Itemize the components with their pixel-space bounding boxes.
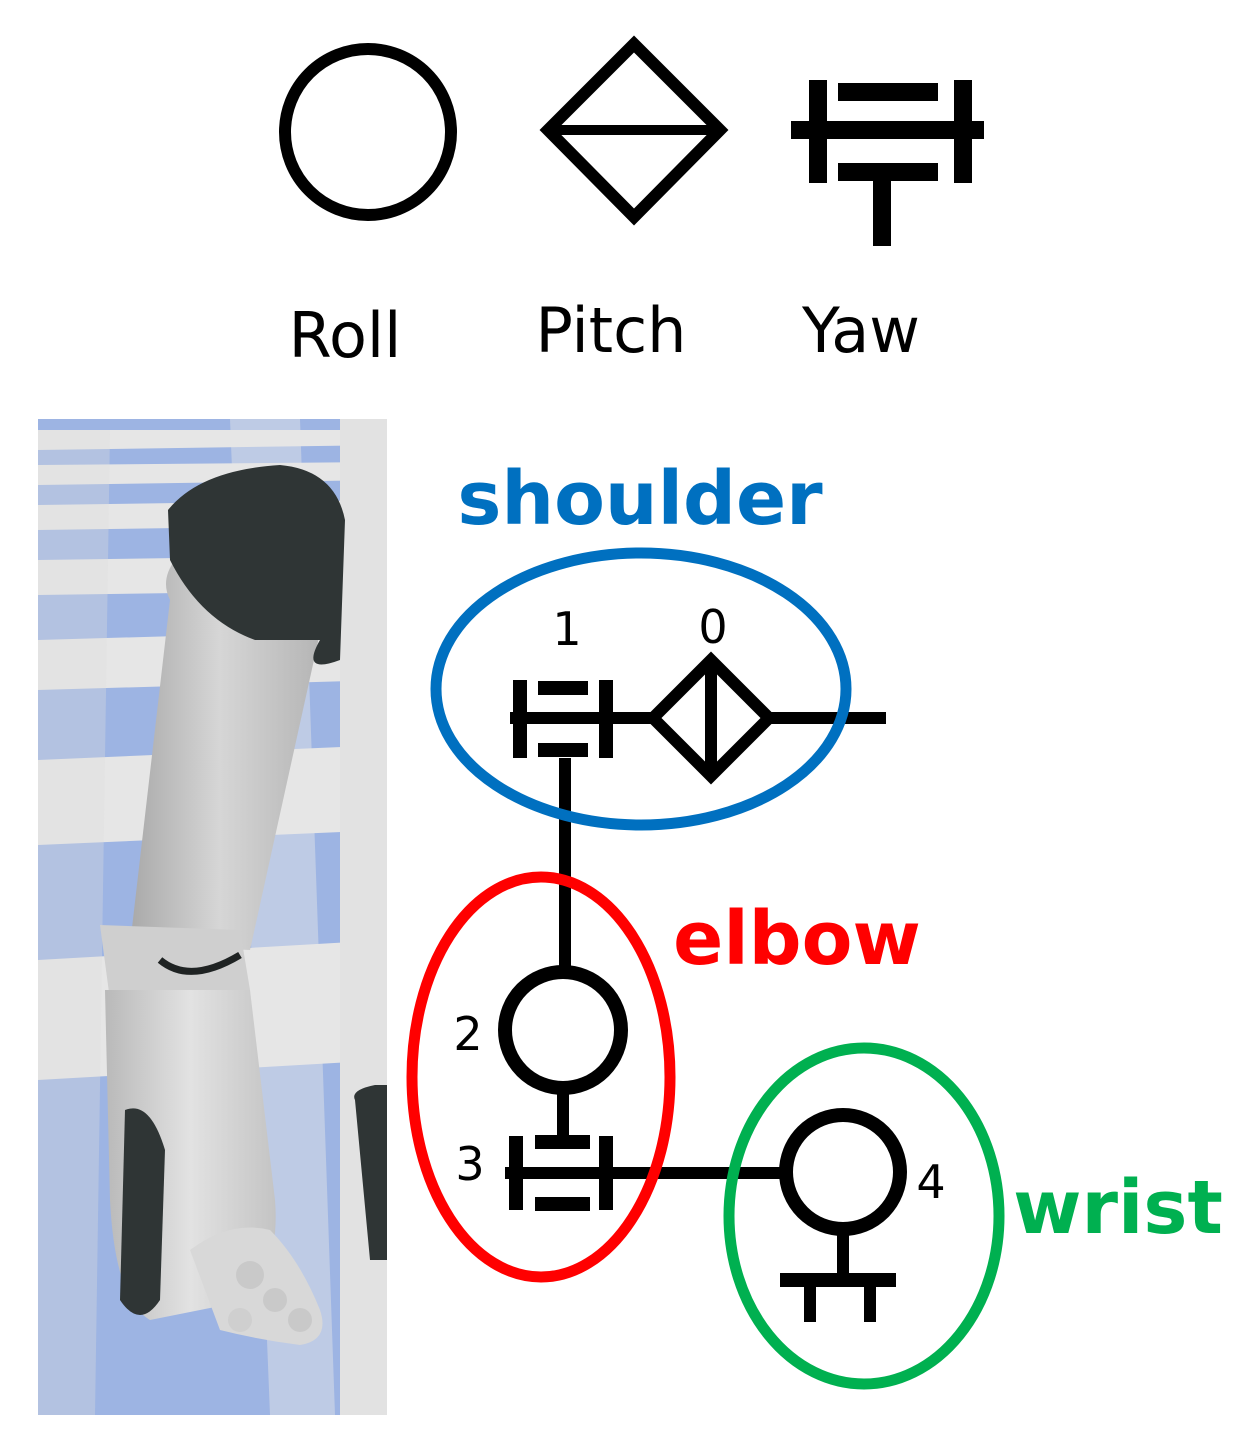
pitch-diamond-icon	[539, 35, 729, 226]
legend-label-yaw: Yaw	[801, 294, 920, 367]
elbow-label: elbow	[673, 896, 921, 982]
legend-label-roll: Roll	[289, 299, 402, 372]
group-elbow: elbow	[406, 871, 921, 1283]
elbow-ellipse	[406, 871, 676, 1283]
joint-num-3: 3	[455, 1137, 484, 1191]
shoulder-ellipse	[430, 547, 852, 831]
robot-arm-photo	[38, 419, 387, 1415]
group-shoulder: shoulder	[430, 456, 852, 831]
legend: Roll Pitch Yaw	[279, 35, 984, 372]
joint-num-2: 2	[453, 1007, 482, 1061]
joint-num-4: 4	[916, 1155, 945, 1209]
joint-2-roll-icon	[498, 965, 628, 1095]
kinematic-chain: 1 0 2 3 4	[453, 600, 946, 1322]
yaw-bracket-icon	[791, 80, 984, 246]
joint-1-yaw-icon	[510, 680, 620, 758]
legend-label-pitch: Pitch	[536, 294, 687, 367]
wrist-label: wrist	[1013, 1165, 1223, 1251]
joint-4-roll-icon	[779, 1108, 907, 1322]
joint-num-1: 1	[552, 602, 581, 656]
wrist-ellipse	[723, 1042, 1005, 1390]
group-wrist: wrist	[723, 1042, 1223, 1390]
joint-3-yaw-icon	[505, 1135, 620, 1211]
roll-circle-icon	[279, 43, 457, 221]
joint-num-0: 0	[698, 600, 727, 654]
joint-0-pitch-icon	[644, 651, 778, 785]
shoulder-label: shoulder	[457, 456, 823, 542]
